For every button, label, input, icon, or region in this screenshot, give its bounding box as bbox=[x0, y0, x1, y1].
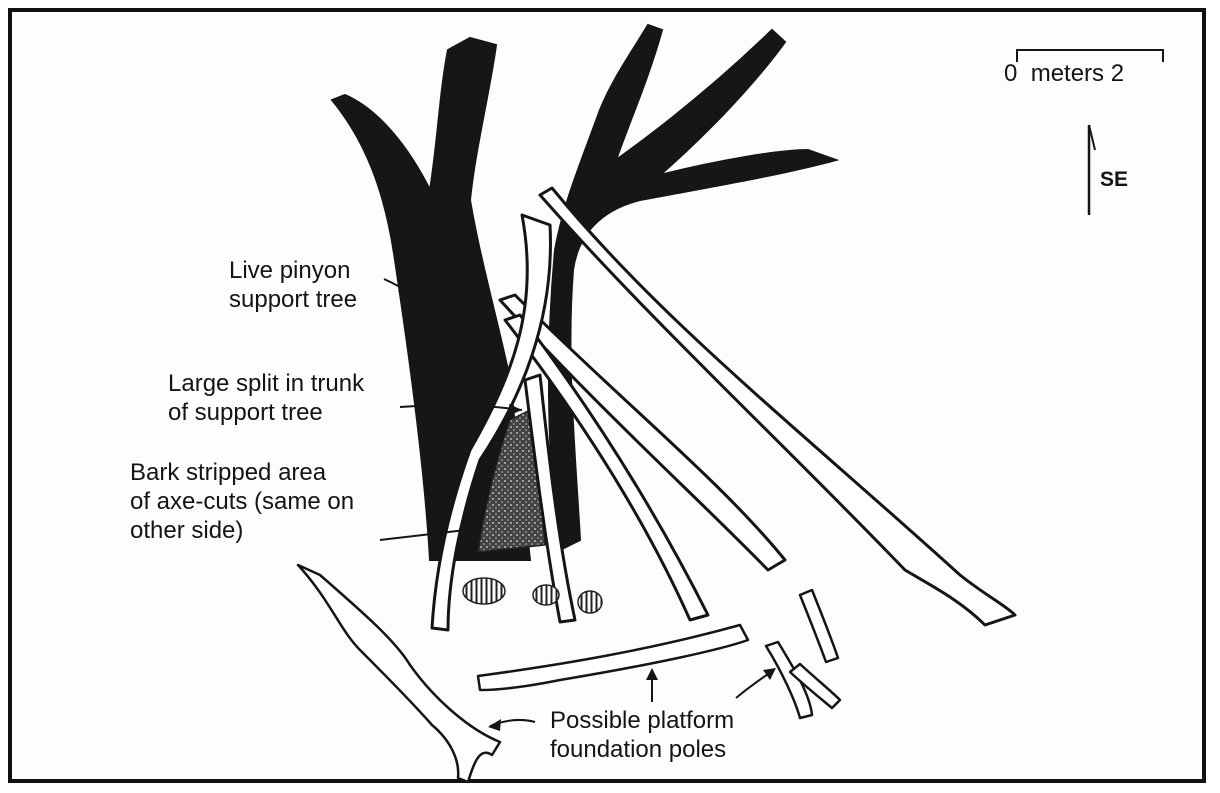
post-hole-2 bbox=[533, 585, 559, 605]
label-bark-stripped: Bark stripped area of axe-cuts (same on … bbox=[130, 458, 354, 545]
scale-max-label: 2 bbox=[1111, 60, 1124, 87]
label-trunk-split: Large split in trunk of support tree bbox=[168, 369, 364, 427]
compass-direction-label: SE bbox=[1100, 168, 1128, 192]
post-hole-1 bbox=[463, 578, 505, 604]
scale-min-label: 0 bbox=[1004, 60, 1017, 87]
scale-unit-label: meters bbox=[1031, 60, 1104, 87]
compass-arrow bbox=[1089, 125, 1095, 215]
post-holes bbox=[463, 578, 602, 613]
ground-pole-center bbox=[478, 625, 748, 690]
label-support-tree: Live pinyon support tree bbox=[229, 256, 357, 314]
ground-pole-small-1 bbox=[800, 590, 838, 662]
label-foundation-poles: Possible platform foundation poles bbox=[550, 706, 734, 764]
scale-bar-labels: 0 meters 2 bbox=[1004, 60, 1124, 88]
post-hole-3 bbox=[578, 591, 602, 613]
